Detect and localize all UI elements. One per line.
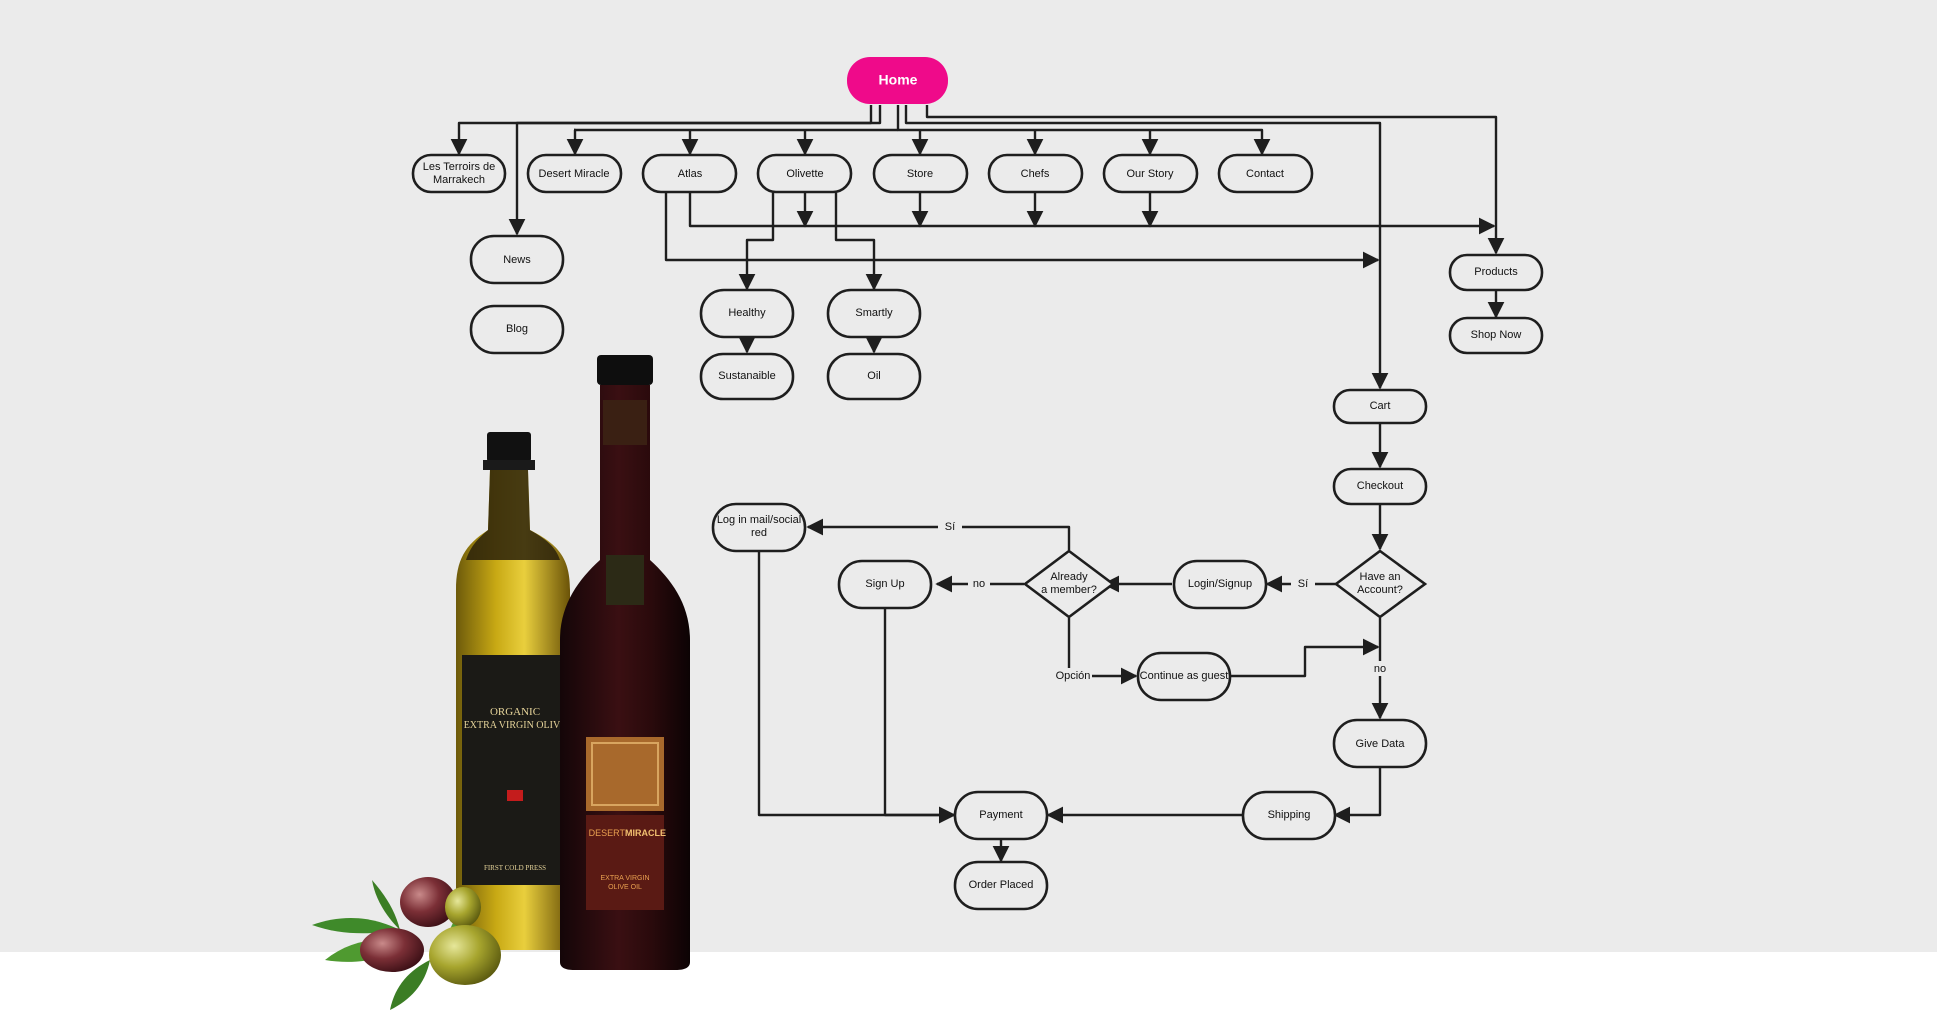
node-checkout[interactable]: Checkout xyxy=(1332,467,1428,506)
edge-givedata-shipping xyxy=(1333,768,1382,824)
bottle-left-label-1: ORGANIC xyxy=(490,706,540,718)
svg-text:Oil: Oil xyxy=(867,370,880,382)
svg-text:Sign Up: Sign Up xyxy=(865,578,904,590)
edge-label-si-account: Sí xyxy=(1298,578,1308,590)
edge-home-news xyxy=(508,105,882,236)
edge-bus-desert xyxy=(566,128,584,156)
edge-label-opcion: Opción xyxy=(1056,670,1091,682)
node-already-member-line1: Already xyxy=(1050,571,1088,583)
node-terroirs[interactable]: Les Terroirs de Marrakech xyxy=(411,153,507,194)
node-have-account-line2: Account? xyxy=(1357,584,1403,596)
edges xyxy=(450,105,1505,863)
svg-text:Continue as guest: Continue as guest xyxy=(1140,670,1229,682)
bottle-right-label-1: EXTRA VIRGIN xyxy=(600,875,649,882)
node-our-story[interactable]: Our Story xyxy=(1102,153,1199,194)
bottle-right-brand-b: MIRACLE xyxy=(625,828,666,838)
node-products[interactable]: Products xyxy=(1448,253,1544,292)
node-give-data[interactable]: Give Data xyxy=(1332,718,1428,769)
edge-labels: Sí Sí no no Opción xyxy=(938,519,1391,683)
node-chefs[interactable]: Chefs xyxy=(987,153,1084,194)
svg-text:Order Placed: Order Placed xyxy=(969,879,1034,891)
node-healthy[interactable]: Healthy xyxy=(699,288,795,339)
edge-guest-bus xyxy=(1231,638,1380,678)
node-terroirs-line1: Les Terroirs de xyxy=(423,161,496,173)
bottle-right-label-2: OLIVE OIL xyxy=(608,884,642,891)
svg-text:Shipping: Shipping xyxy=(1268,809,1311,821)
node-shipping[interactable]: Shipping xyxy=(1241,790,1337,841)
node-payment[interactable]: Payment xyxy=(953,790,1049,841)
edge-member-login xyxy=(806,518,1071,550)
bottle-left-label-3: FIRST COLD PRESS xyxy=(484,864,546,872)
edge-home-products xyxy=(925,105,1505,255)
svg-text:Products: Products xyxy=(1474,266,1518,278)
node-log-in-mail-line2: red xyxy=(751,527,767,539)
bottle-right-brand-a: DESERT xyxy=(589,828,626,838)
product-bottles-image: ORGANIC EXTRA VIRGIN OLIVE FIRST COLD PR… xyxy=(312,355,690,1010)
edge-atlas-cart xyxy=(664,193,1380,269)
node-shop-now[interactable]: Shop Now xyxy=(1448,316,1544,355)
svg-text:Our Story: Our Story xyxy=(1126,168,1174,180)
node-oil[interactable]: Oil xyxy=(826,352,922,401)
svg-text:Store: Store xyxy=(907,168,933,180)
edge-olivette-healthy xyxy=(738,193,775,291)
svg-text:Blog: Blog xyxy=(506,323,528,335)
svg-text:Contact: Contact xyxy=(1246,168,1284,180)
svg-text:Cart: Cart xyxy=(1370,400,1391,412)
node-olivette[interactable]: Olivette xyxy=(756,153,853,194)
node-smartly[interactable]: Smartly xyxy=(826,288,922,339)
svg-text:Sustanaible: Sustanaible xyxy=(718,370,776,382)
node-terroirs-line2: Marrakech xyxy=(433,174,485,186)
olive-oil-bottle-left: ORGANIC EXTRA VIRGIN OLIVE FIRST COLD PR… xyxy=(456,432,570,950)
svg-text:Healthy: Healthy xyxy=(728,307,766,319)
node-contact[interactable]: Contact xyxy=(1217,153,1314,194)
nodes: Home Les Terroirs de Marrakech Desert Mi… xyxy=(411,57,1544,911)
svg-text:Give Data: Give Data xyxy=(1356,738,1406,750)
edge-home-cart xyxy=(904,105,1389,390)
desert-miracle-bottle-right: DESERT MIRACLE EXTRA VIRGIN OLIVE OIL xyxy=(560,355,690,970)
svg-text:Shop Now: Shop Now xyxy=(1471,329,1522,341)
edge-label-no-signup: no xyxy=(973,578,985,590)
node-store[interactable]: Store xyxy=(872,153,969,194)
node-login-signup[interactable]: Login/Signup xyxy=(1172,559,1268,610)
node-log-in-mail-line1: Log in mail/social xyxy=(717,514,801,526)
node-continue-guest[interactable]: Continue as guest xyxy=(1136,651,1232,702)
edge-label-no-account: no xyxy=(1374,663,1386,675)
node-sign-up[interactable]: Sign Up xyxy=(837,559,933,610)
edge-signup-payment xyxy=(883,607,956,824)
bottle-left-label-2: EXTRA VIRGIN OLIVE xyxy=(464,720,567,731)
svg-text:Olivette: Olivette xyxy=(786,168,823,180)
svg-text:Checkout: Checkout xyxy=(1357,480,1403,492)
edge-olivette-smartly xyxy=(834,193,883,291)
svg-text:Smartly: Smartly xyxy=(855,307,893,319)
svg-text:Payment: Payment xyxy=(979,809,1022,821)
svg-text:Chefs: Chefs xyxy=(1021,168,1050,180)
node-desert-miracle[interactable]: Desert Miracle xyxy=(526,153,623,194)
svg-text:News: News xyxy=(503,254,531,266)
node-log-in-mail[interactable]: Log in mail/social red xyxy=(711,502,807,553)
svg-text:Desert Miracle: Desert Miracle xyxy=(539,168,610,180)
node-have-account-line1: Have an xyxy=(1360,571,1401,583)
node-blog[interactable]: Blog xyxy=(469,304,565,355)
node-home[interactable]: Home xyxy=(847,57,948,104)
node-already-member-line2: a member? xyxy=(1041,584,1097,596)
olives-decoration xyxy=(312,877,501,1010)
svg-text:Atlas: Atlas xyxy=(678,168,703,180)
node-atlas[interactable]: Atlas xyxy=(641,153,738,194)
edge-label-si-login: Sí xyxy=(945,521,955,533)
node-order-placed[interactable]: Order Placed xyxy=(953,860,1049,911)
node-have-account[interactable]: Have an Account? xyxy=(1333,549,1428,619)
node-news[interactable]: News xyxy=(469,234,565,285)
svg-text:Home: Home xyxy=(879,72,918,88)
edge-bus-products xyxy=(688,193,1496,235)
node-already-member[interactable]: Already a member? xyxy=(1022,549,1116,619)
svg-text:Login/Signup: Login/Signup xyxy=(1188,578,1252,590)
node-cart[interactable]: Cart xyxy=(1332,388,1428,425)
node-sustainable[interactable]: Sustanaible xyxy=(699,352,795,401)
edge-member-guest xyxy=(1067,618,1138,685)
